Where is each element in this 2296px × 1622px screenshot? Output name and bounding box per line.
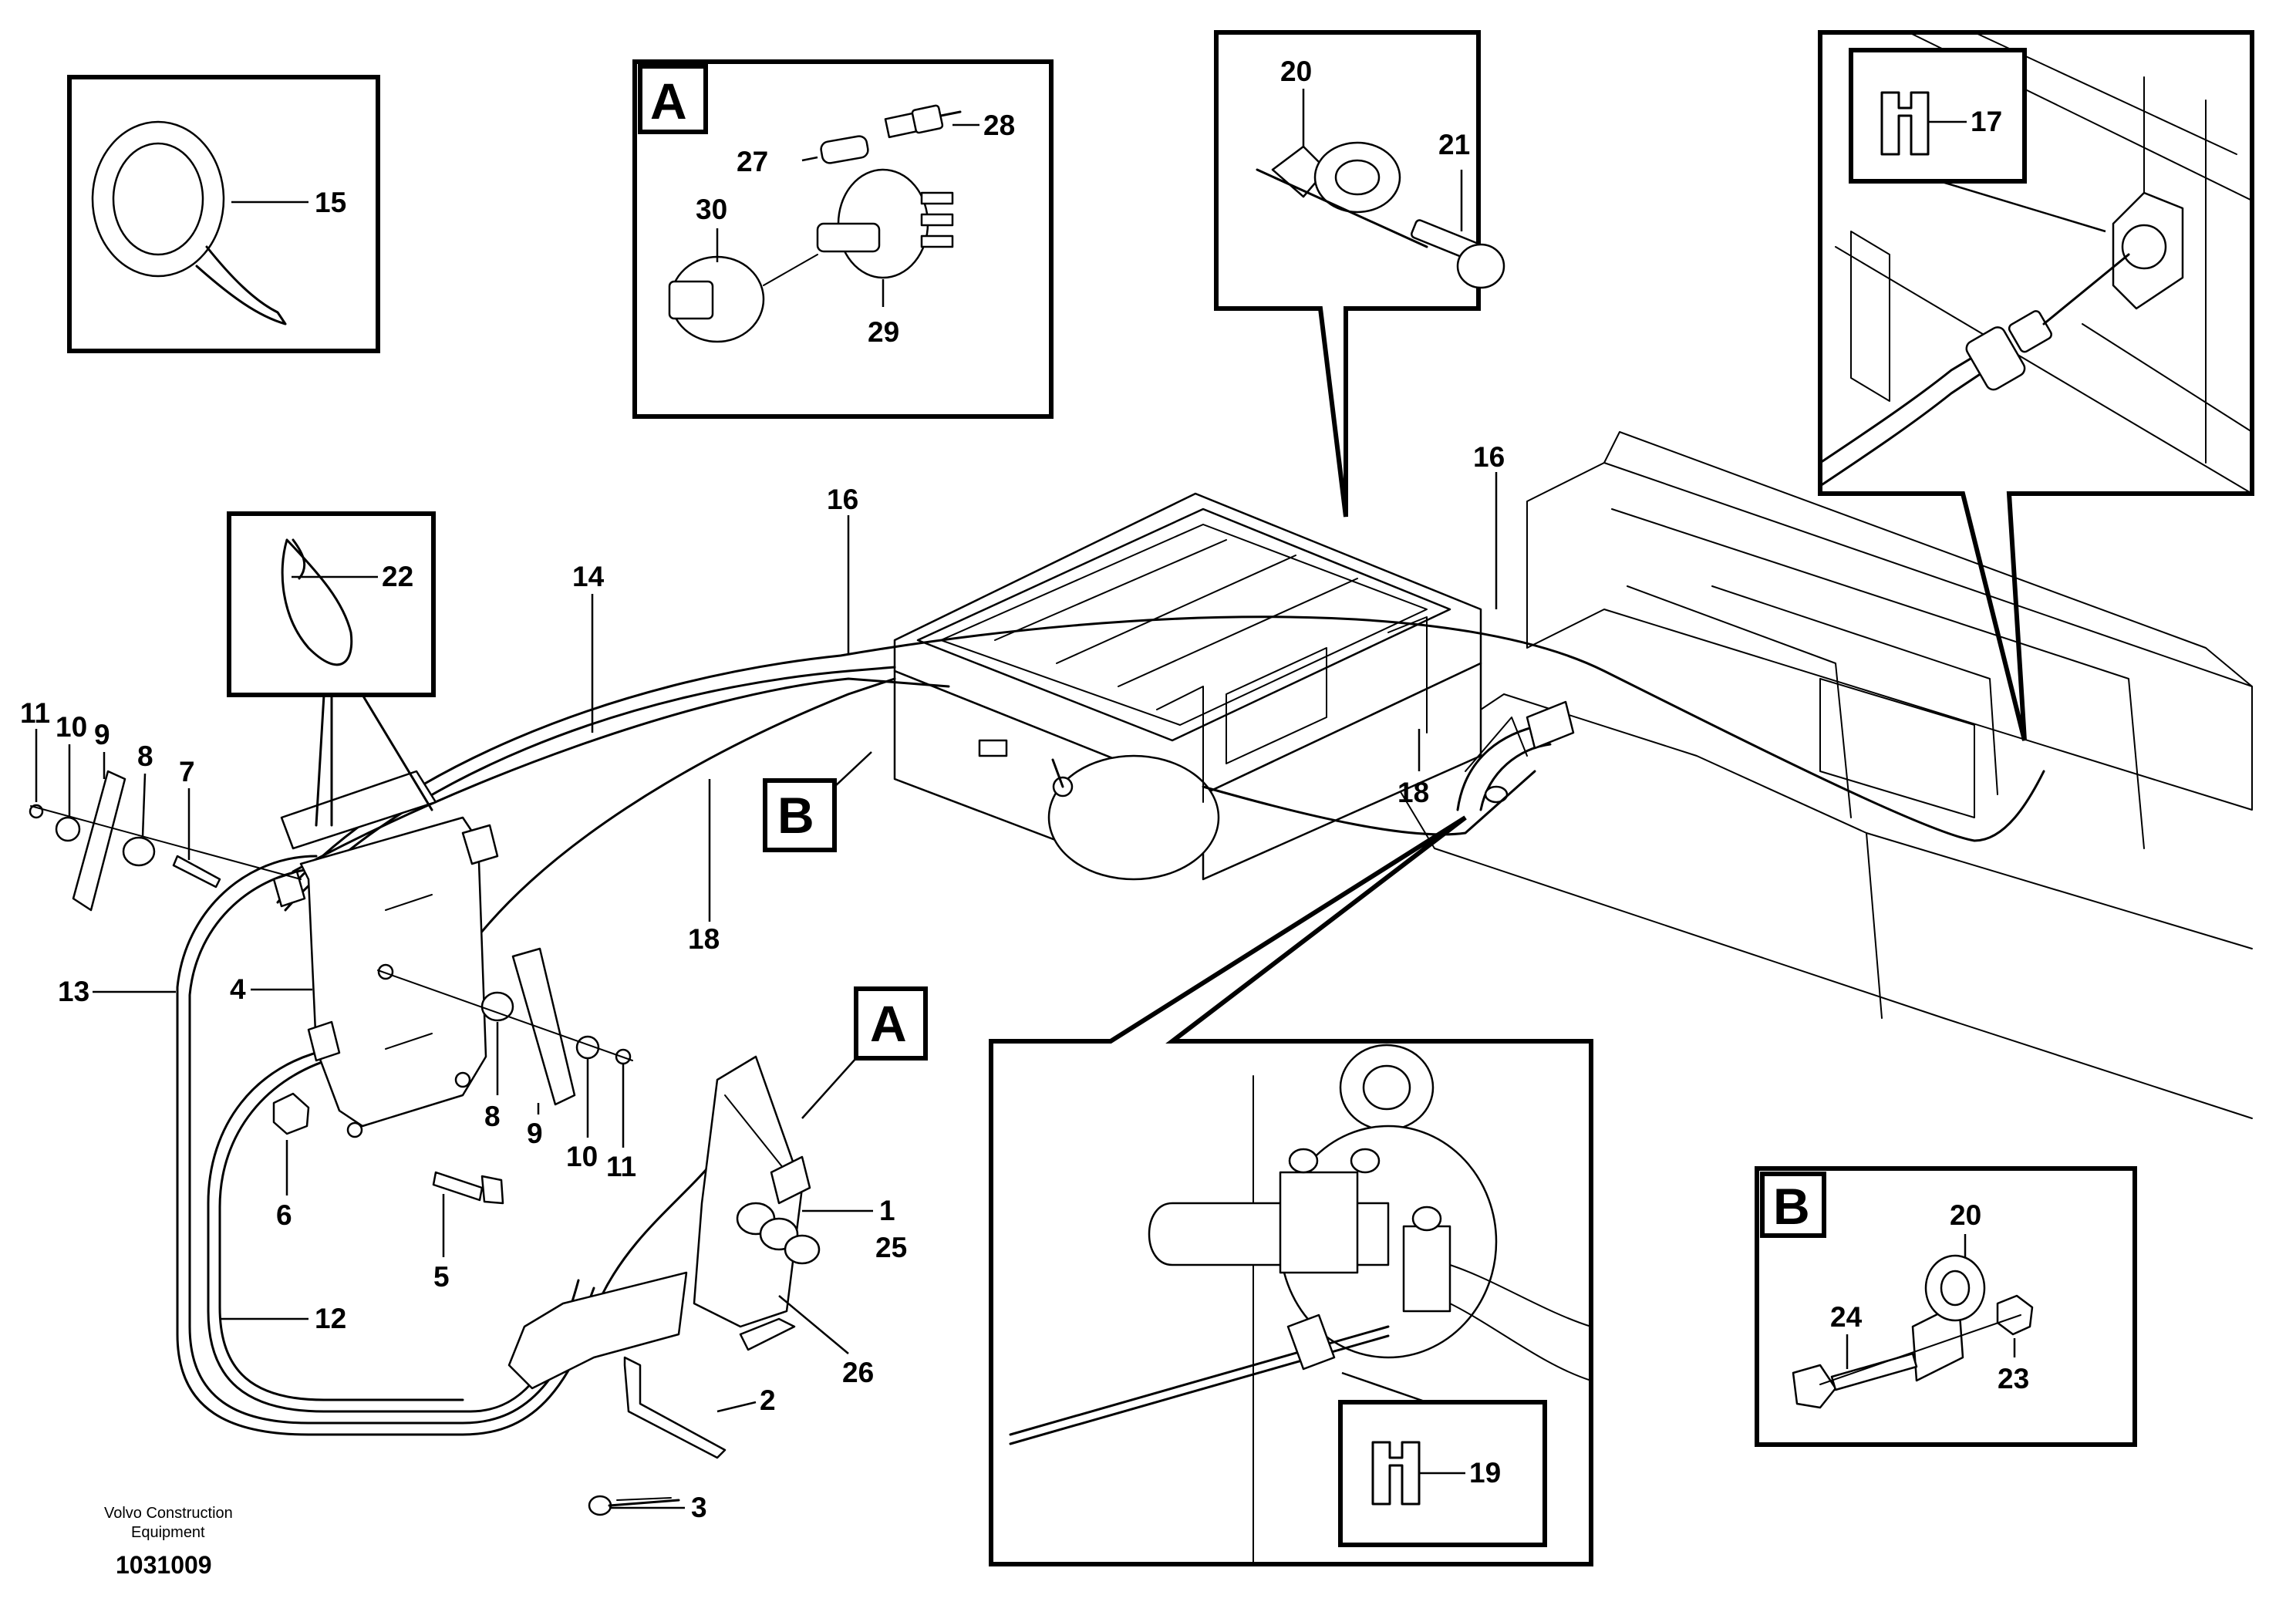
callout-11-right: 11 <box>606 1151 636 1182</box>
publisher-line-2: Equipment <box>131 1524 205 1541</box>
cable-tie-icon <box>281 538 353 666</box>
control-knob-body <box>816 168 954 279</box>
callout-12: 12 <box>315 1303 346 1334</box>
illustration-number: 1031009 <box>116 1551 212 1579</box>
detail-box-clamp: 20 21 <box>1214 30 1505 518</box>
callout-21: 21 <box>1438 129 1470 160</box>
switch-panel <box>693 1055 821 1351</box>
detail-box-tape: 15 <box>67 75 380 353</box>
callout-5: 5 <box>433 1261 450 1293</box>
knob-cap <box>668 255 765 343</box>
clip-17-icon <box>1880 91 1930 156</box>
detail-box-clip: 17 <box>1818 30 2254 741</box>
callout-2: 2 <box>760 1384 776 1416</box>
callout-24: 24 <box>1830 1301 1863 1333</box>
right-hardware <box>377 947 633 1106</box>
callout-22: 22 <box>382 561 413 592</box>
rubber-clamp <box>1271 141 1401 214</box>
callout-10-right: 10 <box>566 1141 598 1172</box>
callout-20-top: 20 <box>1280 56 1312 87</box>
b-clamp <box>1911 1254 1986 1382</box>
publisher-line-1: Volvo Construction <box>104 1505 233 1522</box>
callout-6: 6 <box>276 1199 292 1231</box>
callout-25: 25 <box>875 1232 907 1263</box>
callout-20-b: 20 <box>1950 1199 1981 1231</box>
callout-30: 30 <box>696 194 727 225</box>
callout-1: 1 <box>879 1195 895 1226</box>
sensor-plug <box>884 104 962 139</box>
clip-19-icon <box>1371 1441 1421 1506</box>
left-hardware <box>29 770 302 912</box>
magnified-pipe <box>1009 1044 1592 1565</box>
nut-and-bolt <box>272 1092 504 1205</box>
callout-9-right: 9 <box>527 1118 543 1149</box>
callout-17: 17 <box>1971 106 2002 137</box>
coolant-pipe <box>1456 700 1575 811</box>
clamp-screw <box>1256 168 1505 289</box>
connector-pin <box>820 135 869 164</box>
insulating-tape-roll <box>91 120 287 325</box>
callout-18-left: 18 <box>688 923 720 955</box>
callout-13: 13 <box>58 976 89 1007</box>
callout-27: 27 <box>737 146 768 177</box>
callout-7: 7 <box>179 756 195 787</box>
callout-4: 4 <box>230 973 246 1005</box>
heater-unit <box>893 492 1528 881</box>
callout-23: 23 <box>1998 1363 2029 1394</box>
marker-a-main: A <box>801 986 928 1119</box>
callout-10-left: 10 <box>56 711 87 743</box>
callout-16-left: 16 <box>827 484 858 515</box>
callout-16-right: 16 <box>1473 441 1505 473</box>
callout-3: 3 <box>691 1492 707 1523</box>
detail-box-cable-tie: 22 <box>227 511 436 827</box>
footer: Volvo Construction Equipment 1031009 <box>104 1505 233 1579</box>
callout-14: 14 <box>572 561 605 592</box>
callout-8-right: 8 <box>484 1101 501 1132</box>
marker-a-letter: A <box>870 995 907 1052</box>
main-callouts: 11 10 9 8 7 14 16 16 18 18 13 4 6 5 8 9 … <box>20 441 1505 1523</box>
detail-box-pipe-clip: 19 <box>989 815 1593 1566</box>
marker-b-letter: B <box>777 787 814 844</box>
callout-15: 15 <box>315 187 346 218</box>
callout-19: 19 <box>1469 1457 1501 1489</box>
callout-29: 29 <box>868 316 899 348</box>
control-bracket <box>272 770 499 1138</box>
callout-18-right: 18 <box>1397 777 1429 808</box>
marker-b-main: B <box>763 751 872 852</box>
lever-bracket <box>507 1271 727 1516</box>
cable-end-assembly <box>1819 191 2184 487</box>
callout-11-left: 11 <box>20 697 50 729</box>
callout-28: 28 <box>983 110 1015 141</box>
callout-9-left: 9 <box>94 719 110 750</box>
callout-26: 26 <box>842 1357 874 1388</box>
detail-a-letter: A <box>650 73 687 130</box>
detail-box-b: B 20 24 23 <box>1755 1166 2137 1447</box>
detail-b-letter: B <box>1773 1178 1810 1235</box>
dashboard-duct <box>1387 431 2253 1119</box>
callout-8-left: 8 <box>137 740 153 772</box>
detail-box-a: A 27 28 30 29 <box>632 59 1054 419</box>
